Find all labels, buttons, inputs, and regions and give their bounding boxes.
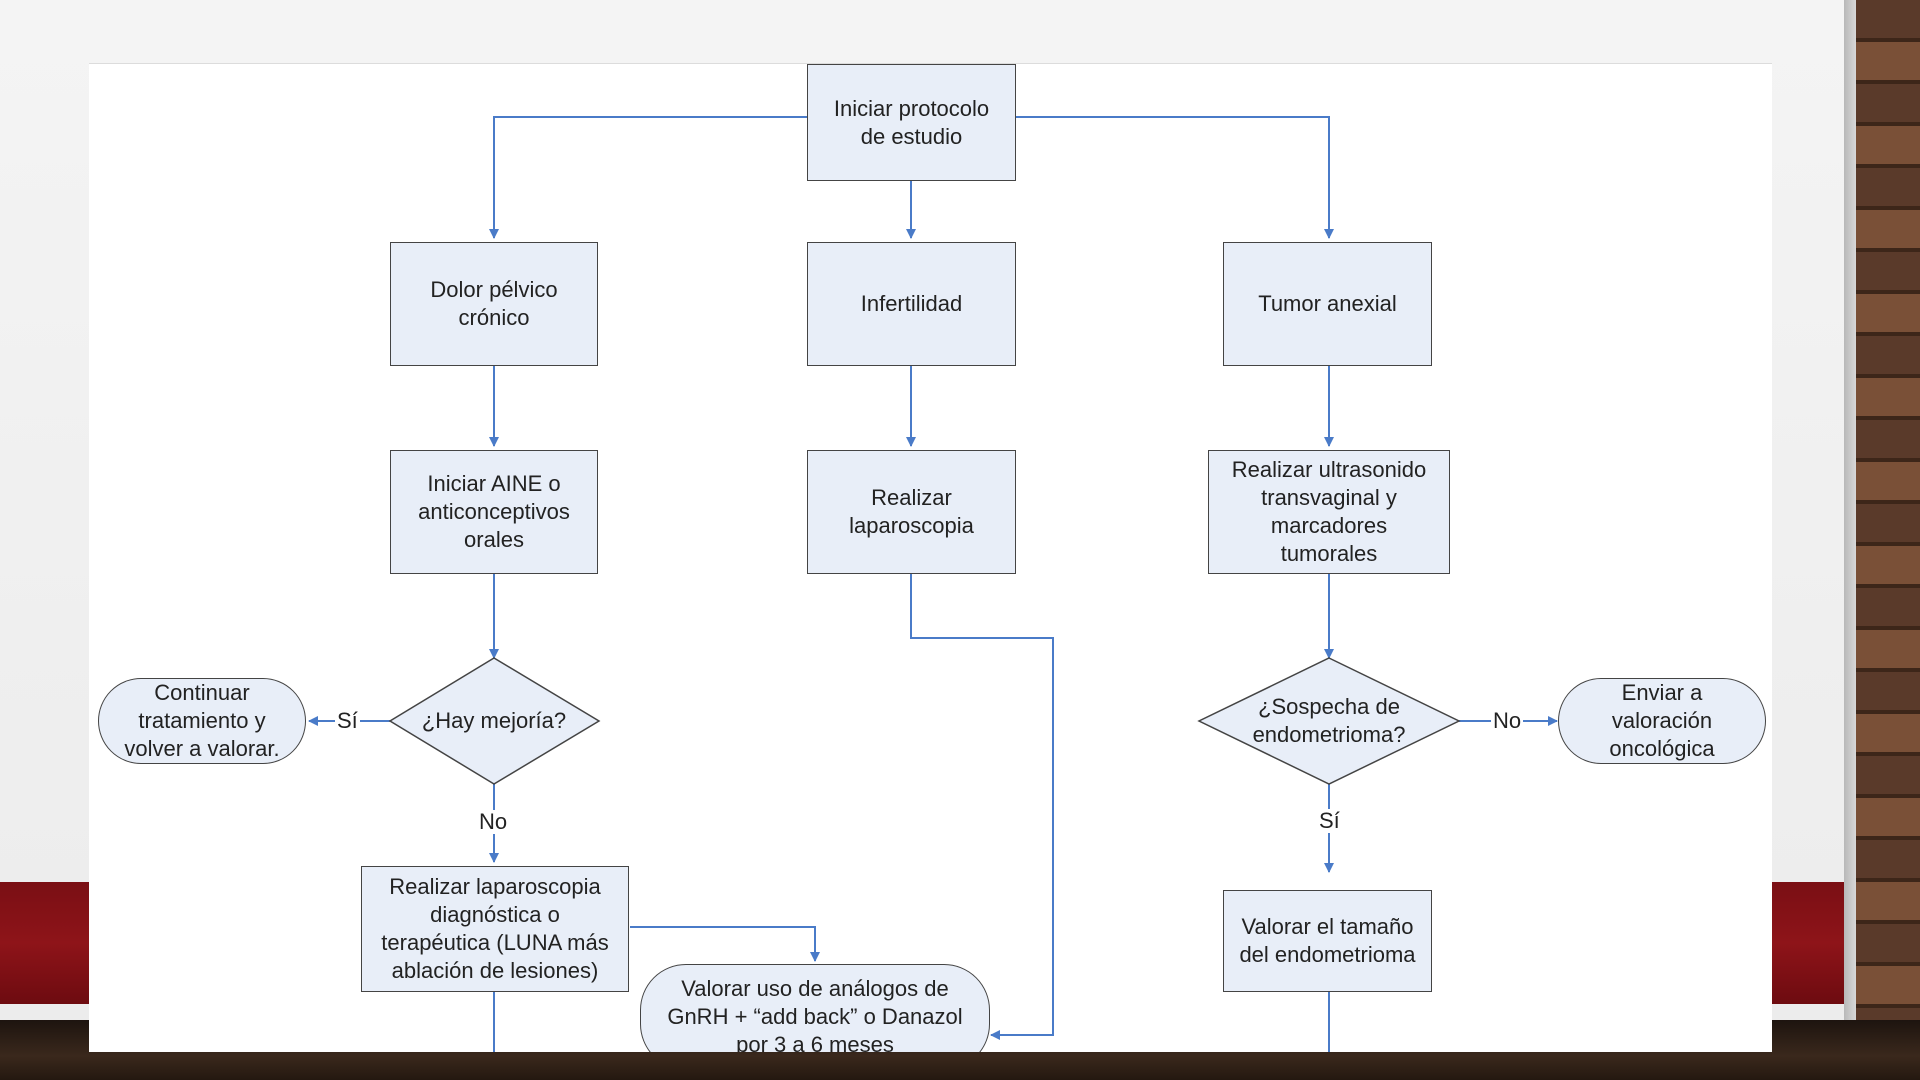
laparoscopy-text: Realizar laparoscopia: [849, 485, 974, 538]
continue-treatment-text: Continuar tratamiento y volver a valorar…: [124, 680, 280, 761]
assess-size-box: Valorar el tamaño del endometrioma: [1223, 890, 1432, 992]
branch-infertility-box: Infertilidad: [807, 242, 1016, 366]
slide-shadow: [1844, 0, 1856, 1020]
flowchart-panel: Iniciar protocolo de estudio Dolor pélvi…: [89, 63, 1772, 1052]
label-yes-left: Sí: [335, 708, 360, 733]
label-no-right: No: [1491, 708, 1524, 733]
laparoscopy-box: Realizar laparoscopia: [807, 450, 1016, 574]
gnrh-text: Valorar uso de análogos de GnRH + “add b…: [667, 976, 963, 1052]
oncology-terminal: Enviar a valoración oncológica: [1558, 678, 1766, 764]
continue-treatment-terminal: Continuar tratamiento y volver a valorar…: [98, 678, 306, 764]
decision-endometrioma-label: ¿Sospecha de endometrioma?: [1252, 694, 1406, 747]
ultrasound-box: Realizar ultrasonido transvaginal y marc…: [1208, 450, 1450, 574]
flowchart-connectors: [308, 116, 1558, 1052]
diagnostic-laparoscopy-box: Realizar laparoscopia diagnóstica o tera…: [361, 866, 629, 992]
connector-start-to-pain: [489, 116, 807, 239]
gnrh-terminal: Valorar uso de análogos de GnRH + “add b…: [640, 964, 990, 1052]
label-no-left: No: [477, 809, 510, 834]
diagnostic-laparoscopy-text: Realizar laparoscopia diagnóstica o tera…: [381, 874, 609, 983]
decision-improvement-shape: [388, 657, 601, 785]
assess-size-text: Valorar el tamaño del endometrioma: [1239, 914, 1416, 967]
branch-pain-box: Dolor pélvico crónico: [390, 242, 598, 366]
oncology-text: Enviar a valoración oncológica: [1609, 680, 1715, 761]
branch-infertility-text: Infertilidad: [860, 291, 963, 316]
start-box-text: Iniciar protocolo de estudio: [833, 95, 990, 149]
connector-start-to-tumor: [1016, 116, 1334, 239]
aine-text: Iniciar AINE o anticonceptivos orales: [418, 471, 570, 552]
ultrasound-text: Realizar ultrasonido transvaginal y marc…: [1231, 457, 1427, 566]
branch-pain-text: Dolor pélvico crónico: [430, 277, 558, 330]
decision-endometrioma-shape: [1197, 657, 1461, 785]
aine-box: Iniciar AINE o anticonceptivos orales: [390, 450, 598, 574]
branch-tumor-text: Tumor anexial: [1258, 291, 1397, 316]
start-box: Iniciar protocolo de estudio: [807, 64, 1016, 181]
label-yes-right: Sí: [1317, 808, 1342, 833]
connector-laparoscopy-dx-to-gnrh: [630, 926, 820, 962]
connector-laparoscopy-to-gnrh: [910, 574, 1054, 1040]
branch-tumor-box: Tumor anexial: [1223, 242, 1432, 366]
brick-wall-background: [1856, 0, 1920, 1080]
decision-improvement-label: ¿Hay mejoría?: [421, 708, 567, 733]
